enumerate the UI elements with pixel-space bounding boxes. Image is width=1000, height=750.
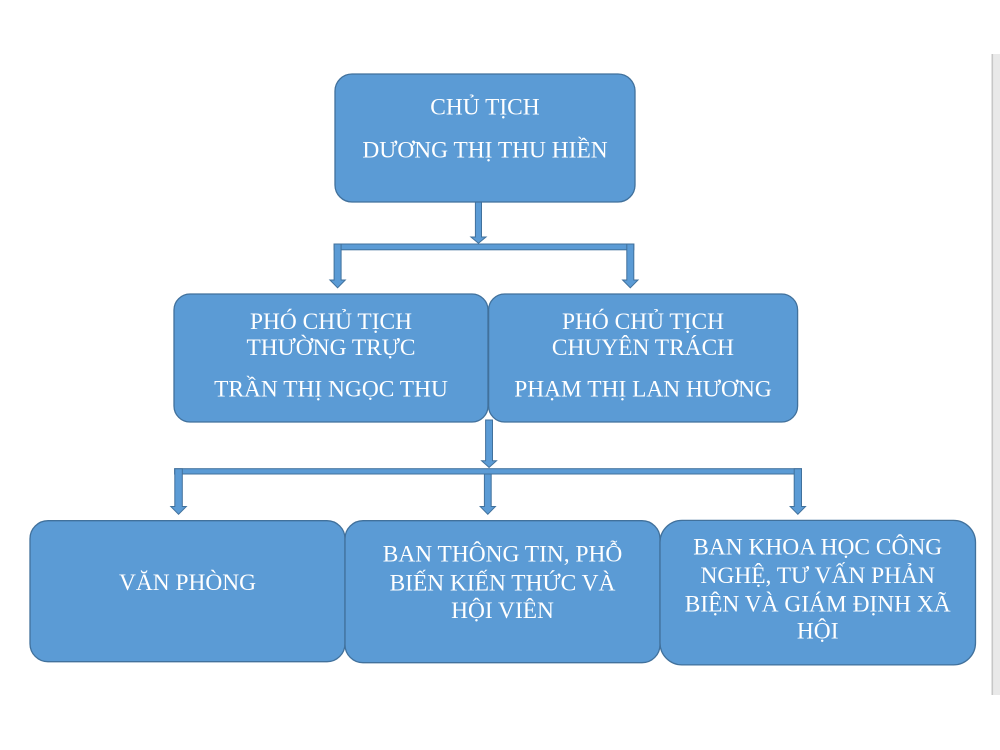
svg-text:BAN KHOA HỌC CÔNG: BAN KHOA HỌC CÔNG [693,534,942,561]
svg-text:DƯƠNG THỊ THU HIỀN: DƯƠNG THỊ THU HIỀN [362,137,607,164]
svg-text:BIẾN KIẾN THỨC VÀ: BIẾN KIẾN THỨC VÀ [390,569,616,596]
svg-text:PHÓ CHỦ TỊCH: PHÓ CHỦ TỊCH [250,308,412,335]
svg-text:HỘI VIÊN: HỘI VIÊN [451,597,554,624]
svg-text:CHỦ TỊCH: CHỦ TỊCH [430,95,539,121]
svg-text:NGHỆ, TƯ VẤN PHẢN: NGHỆ, TƯ VẤN PHẢN [701,562,935,589]
svg-text:TRẦN THỊ NGỌC THU: TRẦN THỊ NGỌC THU [214,375,448,402]
svg-text:PHÓ CHỦ TỊCH: PHÓ CHỦ TỊCH [562,308,724,335]
svg-text:BAN THÔNG TIN, PHỖ: BAN THÔNG TIN, PHỖ [383,540,623,567]
svg-text:VĂN PHÒNG: VĂN PHÒNG [119,569,256,596]
svg-text:PHẠM THỊ LAN HƯƠNG: PHẠM THỊ LAN HƯƠNG [514,376,772,402]
svg-text:CHUYÊN TRÁCH: CHUYÊN TRÁCH [552,335,734,361]
svg-text:THƯỜNG TRỰC: THƯỜNG TRỰC [246,334,415,361]
svg-text:HỘI: HỘI [797,618,839,645]
svg-text:BIỆN VÀ GIÁM ĐỊNH XÃ: BIỆN VÀ GIÁM ĐỊNH XÃ [685,592,951,618]
